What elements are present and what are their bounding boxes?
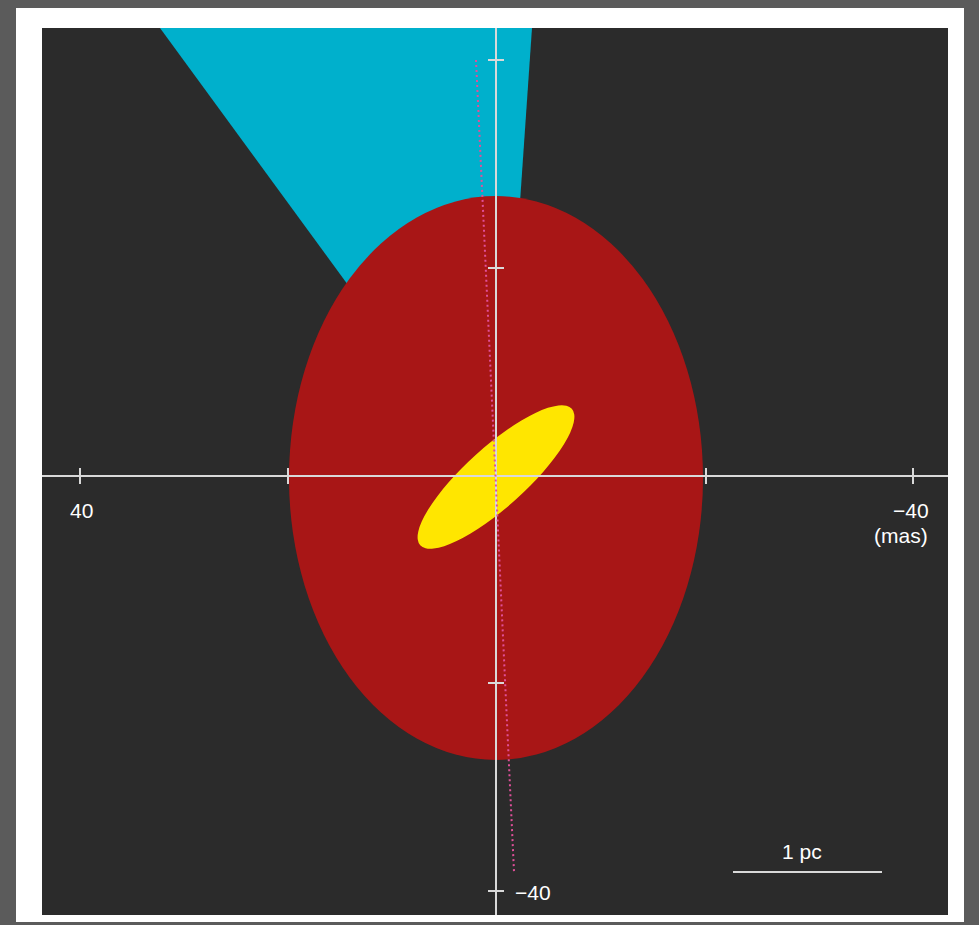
axes: [42, 28, 948, 915]
jet-axis: [476, 60, 514, 872]
axis-tick-label: −40: [515, 882, 551, 903]
axis-tick-label: −40: [893, 500, 929, 521]
axis-unit: (mas): [874, 525, 928, 546]
axis-tick-label: 40: [70, 500, 93, 521]
plot-ground: [42, 28, 948, 915]
frame: [16, 8, 964, 922]
scale-bar: [733, 871, 882, 873]
scale-label: 1 pc: [782, 841, 822, 862]
